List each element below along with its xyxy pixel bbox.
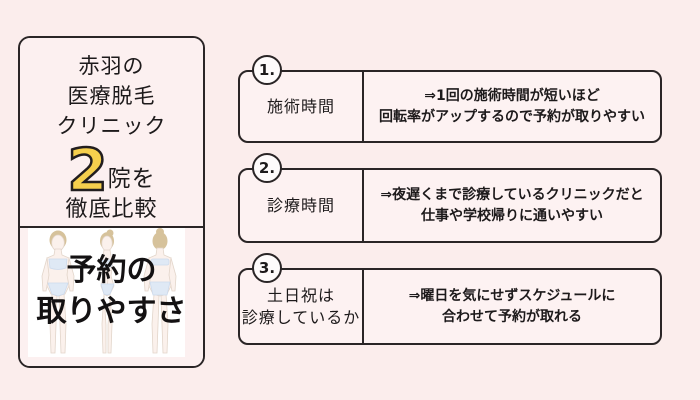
body-silhouettes-illustration bbox=[28, 228, 185, 357]
clinic-count-number: 2 bbox=[66, 136, 109, 204]
heading-line-2: 医療脱毛 bbox=[67, 84, 156, 108]
point-desc-1-line1: ⇒1回の施術時間が短いほど bbox=[424, 87, 600, 104]
title-card-footer: 予約の 取りやすさ bbox=[20, 228, 203, 366]
heading-last-line: 徹底比較 bbox=[65, 197, 158, 222]
figure-front bbox=[41, 230, 75, 354]
point-desc-2-line2: 仕事や学校帰りに通いやすい bbox=[421, 207, 603, 224]
point-description-2: ⇒夜遅くまで診療しているクリニックだと 仕事や学校帰りに通いやすい bbox=[364, 170, 660, 241]
point-desc-1-line2: 回転率がアップするので予約が取りやすい bbox=[379, 108, 645, 125]
point-label-1: 施術時間 bbox=[240, 72, 364, 141]
figure-side bbox=[100, 229, 115, 354]
point-number-badge-2: 2. bbox=[252, 153, 282, 183]
point-label-3: 土日祝は 診療しているか bbox=[240, 270, 364, 343]
title-card: 赤羽の 医療脱毛 クリニック 2 院を 徹底比較 bbox=[18, 36, 205, 368]
heading-line-1: 赤羽の bbox=[78, 54, 145, 78]
clinic-count-suffix: 院を bbox=[107, 166, 156, 192]
point-number-badge-1: 1. bbox=[252, 55, 282, 85]
point-label-3-line1: 土日祝は bbox=[266, 285, 335, 305]
figure-back bbox=[143, 228, 177, 354]
clinic-count-row: 2 院を bbox=[66, 136, 156, 204]
point-label-2-line1: 診療時間 bbox=[266, 195, 335, 215]
point-desc-3-line1: ⇒曜日を気にせずスケジュールに bbox=[408, 287, 616, 304]
heading-line-3: クリニック bbox=[56, 114, 167, 138]
body-silhouettes-svg bbox=[41, 228, 177, 354]
point-label-2: 診療時間 bbox=[240, 170, 364, 241]
point-box-1: 1. 施術時間 ⇒1回の施術時間が短いほど 回転率がアップするので予約が取りやす… bbox=[238, 55, 662, 143]
point-desc-2-line1: ⇒夜遅くまで診療しているクリニックだと bbox=[380, 186, 644, 203]
point-label-1-line1: 施術時間 bbox=[266, 96, 335, 116]
point-number-badge-3: 3. bbox=[252, 253, 282, 283]
point-description-3: ⇒曜日を気にせずスケジュールに 合わせて予約が取れる bbox=[364, 270, 660, 343]
point-box-3: 3. 土日祝は 診療しているか ⇒曜日を気にせずスケジュールに 合わせて予約が取… bbox=[238, 253, 662, 345]
point-box-2: 2. 診療時間 ⇒夜遅くまで診療しているクリニックだと 仕事や学校帰りに通いやす… bbox=[238, 153, 662, 243]
point-description-1: ⇒1回の施術時間が短いほど 回転率がアップするので予約が取りやすい bbox=[364, 72, 660, 141]
banner-title: 予約の 取りやすさ bbox=[20, 250, 203, 332]
banner-line-1: 予約の bbox=[66, 253, 157, 288]
title-card-header: 赤羽の 医療脱毛 クリニック 2 院を 徹底比較 bbox=[20, 38, 203, 228]
point-label-3-line2: 診療しているか bbox=[241, 307, 361, 327]
banner-line-2: 取りやすさ bbox=[36, 294, 187, 329]
point-desc-3-line2: 合わせて予約が取れる bbox=[442, 308, 582, 325]
